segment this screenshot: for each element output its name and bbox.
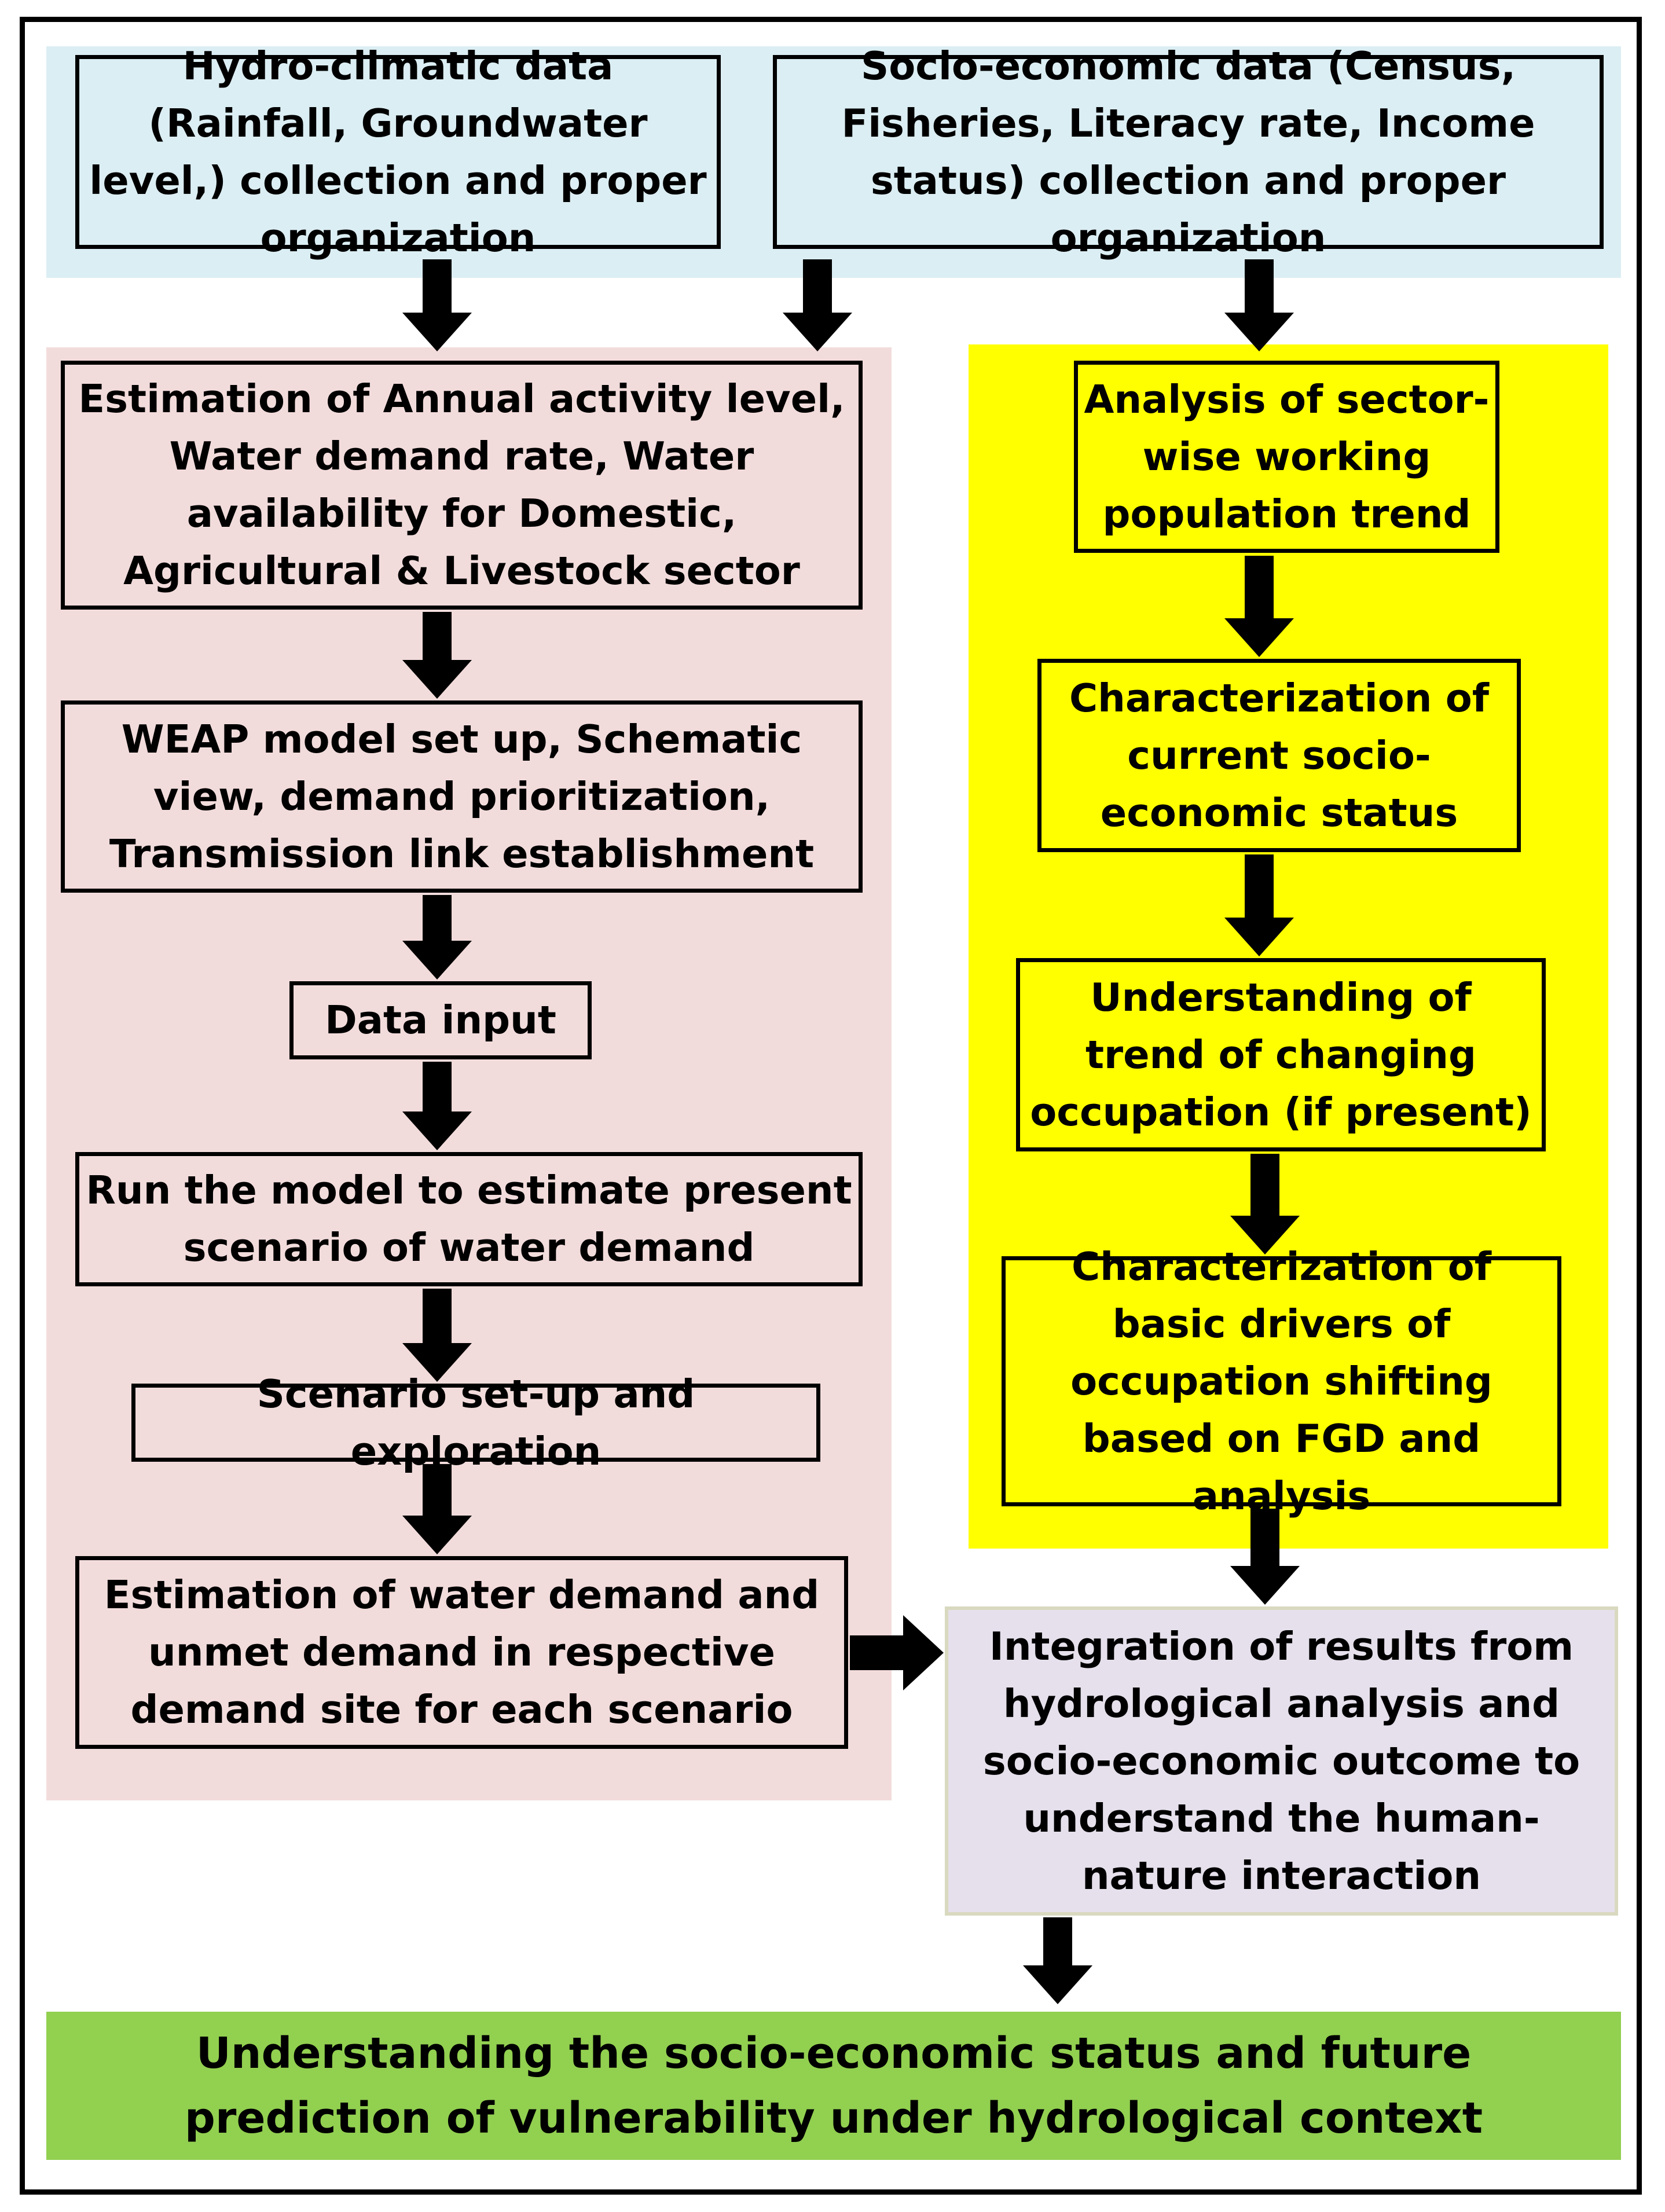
hydro-climatic-data-box: Hydro-climatic data (Rainfall, Groundwat… xyxy=(75,43,721,261)
current-status-box: Characterization of current socio-econom… xyxy=(1037,659,1521,852)
integration-text: Integration of results from hydrological… xyxy=(982,1623,1580,1898)
arrow-datainput-to-run xyxy=(402,1062,472,1150)
arrow-drivers-to-integration xyxy=(1230,1509,1300,1605)
conclusion-text: Understanding the socio-economic status … xyxy=(184,2028,1483,2143)
arrow-estimation-to-weap xyxy=(402,612,472,699)
weap-setup-box: WEAP model set up, Schematic view, deman… xyxy=(61,700,863,893)
run-model-text: Run the model to estimate present scenar… xyxy=(86,1168,852,1270)
arrow-run-to-scenario xyxy=(402,1289,472,1382)
arrow-scenario-to-unmet xyxy=(402,1464,472,1554)
drivers-text: Characterization of basic drivers of occ… xyxy=(1070,1243,1492,1518)
arrow-trend-to-drivers xyxy=(1230,1154,1300,1254)
occupation-trend-text: Understanding of trend of changing occup… xyxy=(1030,974,1532,1135)
arrow-status-to-trend xyxy=(1224,854,1294,956)
estimation-box: Estimation of Annual activity level, Wat… xyxy=(61,361,863,610)
integration-box: Integration of results from hydrological… xyxy=(945,1606,1618,1916)
conclusion-box: Understanding the socio-economic status … xyxy=(46,2012,1621,2160)
arrow-weap-to-datainput xyxy=(402,895,472,980)
outer-frame xyxy=(20,17,1642,2195)
scenario-box: Scenario set-up and exploration xyxy=(131,1371,820,1474)
current-status-text: Characterization of current socio-econom… xyxy=(1069,675,1489,835)
data-input-box: Data input xyxy=(289,981,592,1059)
arrow-integration-to-conclusion xyxy=(1023,1917,1092,2004)
sector-analysis-text: Analysis of sector-wise working populati… xyxy=(1084,376,1490,537)
data-input-text: Data input xyxy=(325,997,556,1043)
socio-economic-data-text: Socio-economic data (Census, Fisheries, … xyxy=(841,43,1535,261)
arrow-sector-to-status xyxy=(1224,556,1294,657)
arrow-hydro-to-estimation xyxy=(402,259,472,351)
unmet-demand-box: Estimation of water demand and unmet dem… xyxy=(75,1556,848,1749)
hydro-climatic-data-text: Hydro-climatic data (Rainfall, Groundwat… xyxy=(89,43,707,261)
run-model-box: Run the model to estimate present scenar… xyxy=(75,1152,863,1286)
socio-economic-data-box: Socio-economic data (Census, Fisheries, … xyxy=(773,43,1604,261)
arrow-unmet-to-integration xyxy=(850,1615,944,1690)
unmet-demand-text: Estimation of water demand and unmet dem… xyxy=(104,1572,820,1732)
arrow-socio-to-estimation xyxy=(783,259,852,351)
weap-setup-text: WEAP model set up, Schematic view, deman… xyxy=(109,716,815,876)
arrow-socio-to-sector xyxy=(1224,259,1294,351)
sector-analysis-box: Analysis of sector-wise working populati… xyxy=(1074,361,1499,553)
data-collection-band xyxy=(46,46,1621,278)
estimation-text: Estimation of Annual activity level, Wat… xyxy=(78,376,845,593)
scenario-text: Scenario set-up and exploration xyxy=(256,1371,695,1474)
drivers-box: Characterization of basic drivers of occ… xyxy=(1002,1244,1561,1518)
occupation-trend-box: Understanding of trend of changing occup… xyxy=(1016,958,1546,1151)
